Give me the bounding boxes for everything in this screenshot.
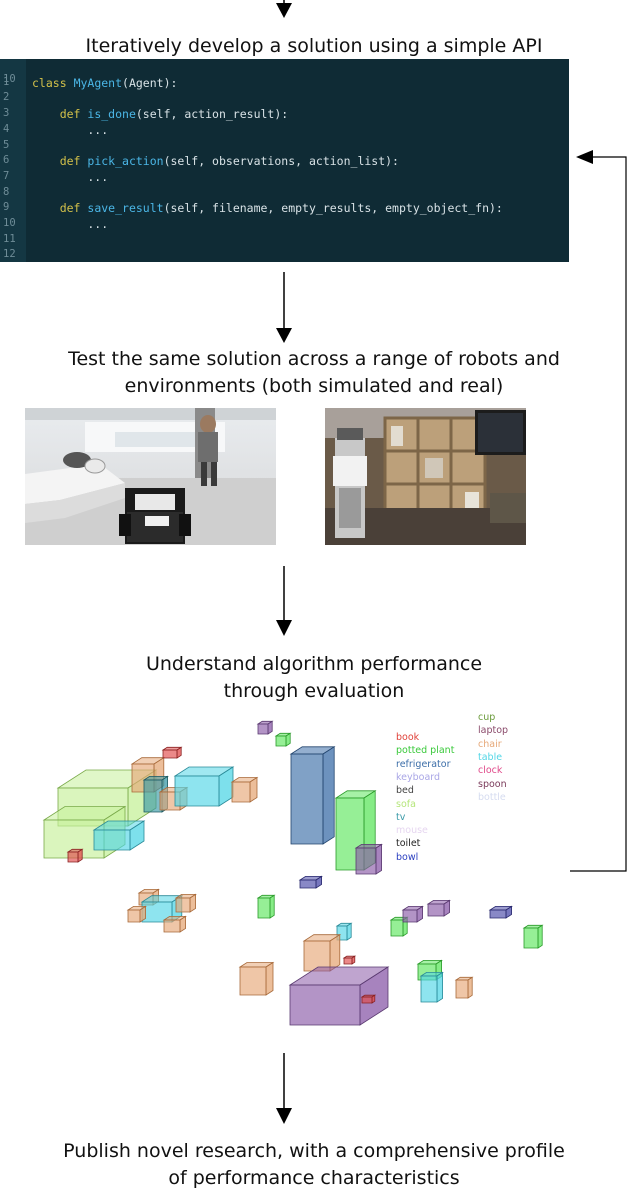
code-rest: ... <box>32 169 109 184</box>
legend-item-tv: tv <box>396 811 406 823</box>
laptop-box <box>354 843 383 875</box>
real-environment-image <box>325 408 526 545</box>
code-line-text: def save_result(self, filename, empty_re… <box>32 201 503 215</box>
chair-box <box>454 976 474 999</box>
step-publish-caption-line2: of performance characteristics <box>168 1167 460 1189</box>
code-line-text: def pick_action(self, observations, acti… <box>32 154 399 168</box>
code-line-text: class MyAgent(Agent): <box>32 76 177 90</box>
code-rest: ... <box>32 122 109 137</box>
legend-item-cup: cup <box>478 712 496 723</box>
bowl-box <box>298 875 323 889</box>
feedback-loop-line <box>570 156 627 872</box>
code-line-number: 1 <box>3 75 10 88</box>
code-rest: ... <box>32 217 109 231</box>
code-line-number: 10 <box>3 217 16 229</box>
code-line-text: ... <box>32 123 108 137</box>
chair-box <box>238 961 275 996</box>
code-keyword: class <box>32 75 67 90</box>
code-rest: (self, observations, action_list): <box>163 154 399 169</box>
chair-box <box>174 893 197 913</box>
code-line-number: 6 <box>3 154 10 167</box>
code-line-number: 9 <box>3 201 10 214</box>
code-line-text: def is_done(self, action_result): <box>32 107 289 122</box>
step-publish-caption-line1: Publish novel research, with a comprehen… <box>63 1140 565 1162</box>
table-box <box>173 766 235 807</box>
legend-item-sofa: sofa <box>396 798 416 810</box>
code-rest: (Agent): <box>122 75 178 90</box>
legend-item-bowl: bowl <box>396 851 419 863</box>
step-develop-caption: Iteratively develop a solution using a s… <box>85 35 543 57</box>
book-box <box>161 746 183 759</box>
legend-item-potted-plant: potted plant <box>396 745 455 757</box>
code-keyword: def <box>32 107 81 122</box>
code-rest: (self, action_result): <box>135 107 289 122</box>
code-line-number: 11 <box>3 232 16 245</box>
code-line-number: 8 <box>3 185 10 198</box>
table-box <box>419 971 444 1003</box>
arrow-understand-to-publish-head <box>276 1108 292 1124</box>
laptop-box <box>256 720 274 735</box>
legend-item-laptop: laptop <box>478 725 509 737</box>
code-identifier: is_done <box>87 107 136 122</box>
book-box <box>360 994 377 1004</box>
plant-box <box>256 894 276 919</box>
code-line-text: ... <box>32 170 108 184</box>
chair-box <box>162 915 187 933</box>
legend-item-chair: chair <box>478 738 502 750</box>
code-identifier: save_result <box>87 201 164 216</box>
laptop-box <box>401 905 424 923</box>
code-gutter <box>0 59 26 262</box>
code-line-text: ... <box>32 217 108 231</box>
code-line-number: 2 <box>3 91 10 104</box>
plant-box <box>522 924 544 949</box>
chair-box <box>230 776 259 803</box>
legend-item-clock: clock <box>478 765 503 777</box>
legend-item-mouse: mouse <box>396 825 428 837</box>
arrow-top-head <box>276 3 292 18</box>
plant-box <box>274 732 292 747</box>
legend-item-toilet: toilet <box>396 838 421 850</box>
arrow-code-to-test-head <box>276 328 292 343</box>
bowl-box <box>488 905 513 919</box>
chair-box <box>302 933 342 972</box>
code-line-number: 7 <box>3 169 10 182</box>
step-understand-caption-line2: through evaluation <box>223 680 405 702</box>
code-line-number: 5 <box>3 138 10 151</box>
refrigerator-box <box>289 746 336 845</box>
legend-item-bottle: bottle <box>478 791 506 803</box>
legend-item-refrigerator: refrigerator <box>396 758 451 770</box>
step-test-caption-line1: Test the same solution across a range of… <box>68 348 560 370</box>
feedback-loop-head <box>576 150 593 164</box>
code-line-number: 4 <box>3 122 10 135</box>
laptop-box <box>426 899 451 917</box>
legend-item-spoon: spoon <box>478 778 507 790</box>
arrow-test-to-understand-head <box>276 620 292 636</box>
legend-item-book: book <box>396 732 420 743</box>
code-keyword: def <box>32 154 81 169</box>
code-line-number: 12 <box>3 248 16 261</box>
table-box <box>92 820 146 851</box>
code-identifier: pick_action <box>87 154 164 169</box>
code-identifier: MyAgent <box>73 75 123 90</box>
legend-item-keyboard: keyboard <box>396 771 441 783</box>
code-header-line: 10 <box>0 59 28 85</box>
step-understand-caption-line1: Understand algorithm performance <box>145 653 483 675</box>
code-header-number: 10 <box>3 73 16 85</box>
book-box <box>342 955 357 965</box>
code-rest: (self, filename, empty_results, empty_ob… <box>163 201 503 216</box>
simulated-environment-image <box>25 408 276 545</box>
chair-box <box>126 905 147 923</box>
legend-item-table: table <box>478 751 503 763</box>
code-line-number: 3 <box>3 107 10 120</box>
bed-box <box>288 966 390 1026</box>
legend-item-bed: bed <box>396 785 414 797</box>
book-box <box>66 848 84 863</box>
step-test-caption-line2: environments (both simulated and real) <box>124 375 504 397</box>
code-keyword: def <box>32 201 81 216</box>
